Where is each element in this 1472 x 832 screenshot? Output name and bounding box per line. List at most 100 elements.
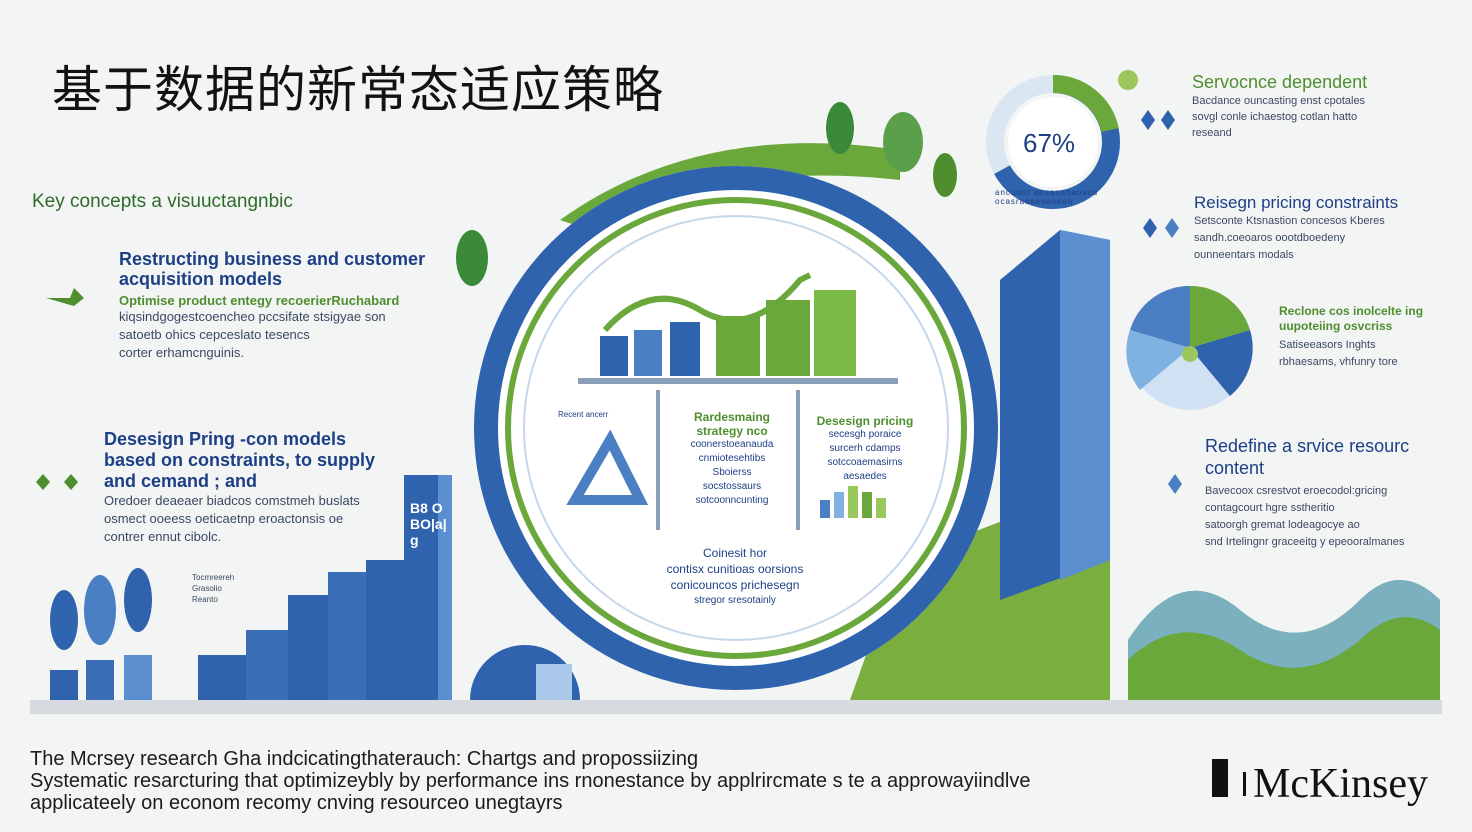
pie-slice-3 [1130, 285, 1190, 348]
main-circle-ring [474, 166, 998, 690]
stair-bar-2 [246, 630, 290, 700]
center-col2-heading: Rardesmaing strategy nco [693, 410, 771, 438]
footer-line: Systematic resarcturing that optimizeybl… [30, 770, 1031, 792]
right-block1-line: reseand [1192, 127, 1232, 139]
center-col3-line: secesgh poraice [828, 429, 902, 440]
right-block3-line: rbhaesams, vhfunry tore [1279, 356, 1398, 368]
left-block1-line: satoetb ohics cepceslato tesencs [119, 327, 310, 342]
right-block2-line: sandh.coeoaros oootdboedeny [1194, 232, 1346, 244]
right-block4-line: contagcourt hgre sstheritio [1205, 502, 1335, 514]
right-block3-line: Satiseeasors Inghts [1279, 339, 1376, 351]
donut-hole [1008, 97, 1098, 187]
shelf [578, 378, 898, 384]
center-bottom-line: stregor sresotainly [694, 595, 776, 606]
divider-2 [796, 390, 800, 530]
divider-1 [656, 390, 660, 530]
pie-slice-2 [1190, 330, 1253, 396]
main-circle-inner-ring [505, 197, 967, 659]
plant-note-line: Reanto [192, 595, 218, 604]
arrow-leaf-icon [46, 288, 84, 306]
left-block2-line: osmect ooeess oeticaetnp eroactonsis oe [104, 511, 344, 526]
mckinsey-logo-text: McKinsey [1253, 761, 1428, 807]
pie-center [1182, 346, 1198, 362]
left-block1-sub: Optimise product entegy recoerierRuchaba… [119, 293, 400, 308]
center-col2-line: Sboierss [712, 467, 752, 478]
donut-percentage: 67% [1023, 128, 1076, 158]
diamond-6 [36, 474, 50, 490]
center-col3-heading: Desesign pricing [816, 414, 914, 428]
main-circle-bg [474, 166, 998, 690]
wave-blue [1128, 580, 1440, 668]
leaf-1 [50, 590, 78, 650]
stair-bar-4 [328, 572, 368, 700]
stair-bar-5 [366, 560, 406, 700]
mini-bar-1 [820, 500, 830, 518]
page-title: 基于数据的新常态适应策略 [52, 61, 664, 119]
right-block3-heading: Reclone cos inolcelte ing uupoteiing osv… [1279, 304, 1424, 333]
center-bottom-line: contisx cunitioas oorsions [666, 562, 804, 576]
mckinsey-logo-mark [1212, 759, 1228, 797]
pot-2 [86, 660, 114, 700]
right-block4-line: snd Irtelingnr graceeitg y epeooralmanes [1205, 536, 1405, 548]
leaf-2 [84, 575, 116, 645]
donut-green-segment [1052, 74, 1119, 133]
diamond-5 [1168, 474, 1182, 494]
center-bar-5 [766, 300, 810, 376]
right-block4-heading: Redefine a srvice resourc content [1205, 436, 1410, 478]
left-block1-line: corter erhamcnguinis. [119, 345, 244, 360]
mini-bar-4 [862, 492, 872, 518]
center-col2-line: coonerstoeanauda [690, 439, 774, 450]
center-col2-line: sotcoonncunting [695, 495, 769, 506]
center-col3-line: aesaedes [843, 471, 887, 482]
mckinsey-logo-divider [1243, 772, 1246, 796]
center-bar-4 [716, 316, 760, 376]
diamond-2 [1161, 110, 1175, 130]
center-bar-3 [670, 322, 700, 376]
bar-label: B8 OBO|a|g [410, 500, 447, 548]
center-col3-line: surcerh cdamps [829, 443, 901, 454]
pie-slice-1 [1190, 285, 1250, 348]
mini-bar-5 [876, 498, 886, 518]
center-col2-line: cnmiotesehtibs [698, 453, 766, 464]
plant-note-line: Grasolio [192, 584, 222, 593]
donut-ring-text: ancuoot aoaasonaoaos ocasraososauaen [995, 188, 1099, 206]
stair-bar-1 [198, 655, 248, 700]
diamond-4 [1165, 218, 1179, 238]
right-block1-line: sovgl conle ichaestog cotlan hatto [1192, 111, 1358, 123]
leaf-3 [124, 568, 152, 632]
blue-tower-face [1060, 230, 1110, 580]
left-block1-line: kiqsindgogestcoencheo pccsifate stsigyae… [119, 309, 386, 324]
up-arrow-icon: ↑ [732, 136, 740, 153]
mini-bar-3 [848, 486, 858, 518]
right-block2-line: ounneentars modals [1194, 249, 1294, 261]
diamond-7 [64, 474, 78, 490]
right-block2-line: Setsconte Ktsnastion concesos Kberes [1194, 215, 1385, 227]
pot-1 [50, 670, 78, 700]
stair-bar-6-side [438, 475, 452, 700]
main-circle-guide [523, 215, 949, 641]
center-bottom-line: conicouncos prichesegn [670, 578, 800, 592]
mini-bar-2 [834, 492, 844, 518]
leaf-top-2 [883, 112, 923, 172]
small-square [536, 664, 572, 700]
plant-note-line: Tocmreereh [192, 573, 235, 582]
right-block4-line: satoorgh gremat lodeagocye ao [1205, 519, 1360, 531]
right-block2-heading: Reisegn pricing constraints [1194, 193, 1399, 212]
growth-vine [602, 272, 812, 333]
leaf-top-1 [826, 102, 854, 154]
left-block2-heading: Desesign Pring -con models based on cons… [104, 429, 376, 491]
center-bottom-line: Coinesit hor [702, 546, 768, 560]
right-block4-line: Bavecoox csrestvot eroecodol:gricing [1205, 485, 1388, 497]
left-block1-heading: Restructing business and customer acquis… [119, 249, 426, 289]
right-block1-heading: Servocnce dependent [1192, 72, 1368, 92]
center-bar-2 [634, 330, 662, 376]
key-concepts-label: Key concepts a visuuctangnbic [32, 191, 293, 212]
center-bar-1 [600, 336, 628, 376]
top-swoosh [560, 143, 900, 230]
center-col1-heading: Recent ancerr [558, 410, 609, 419]
right-block1-line: Bacdance ouncasting enst cpotales [1192, 95, 1366, 107]
footer-line: applicateely on econom recomy cnving res… [30, 792, 563, 814]
center-col3-line: sotccoaemasirns [827, 457, 903, 468]
diamond-1 [1141, 110, 1155, 130]
